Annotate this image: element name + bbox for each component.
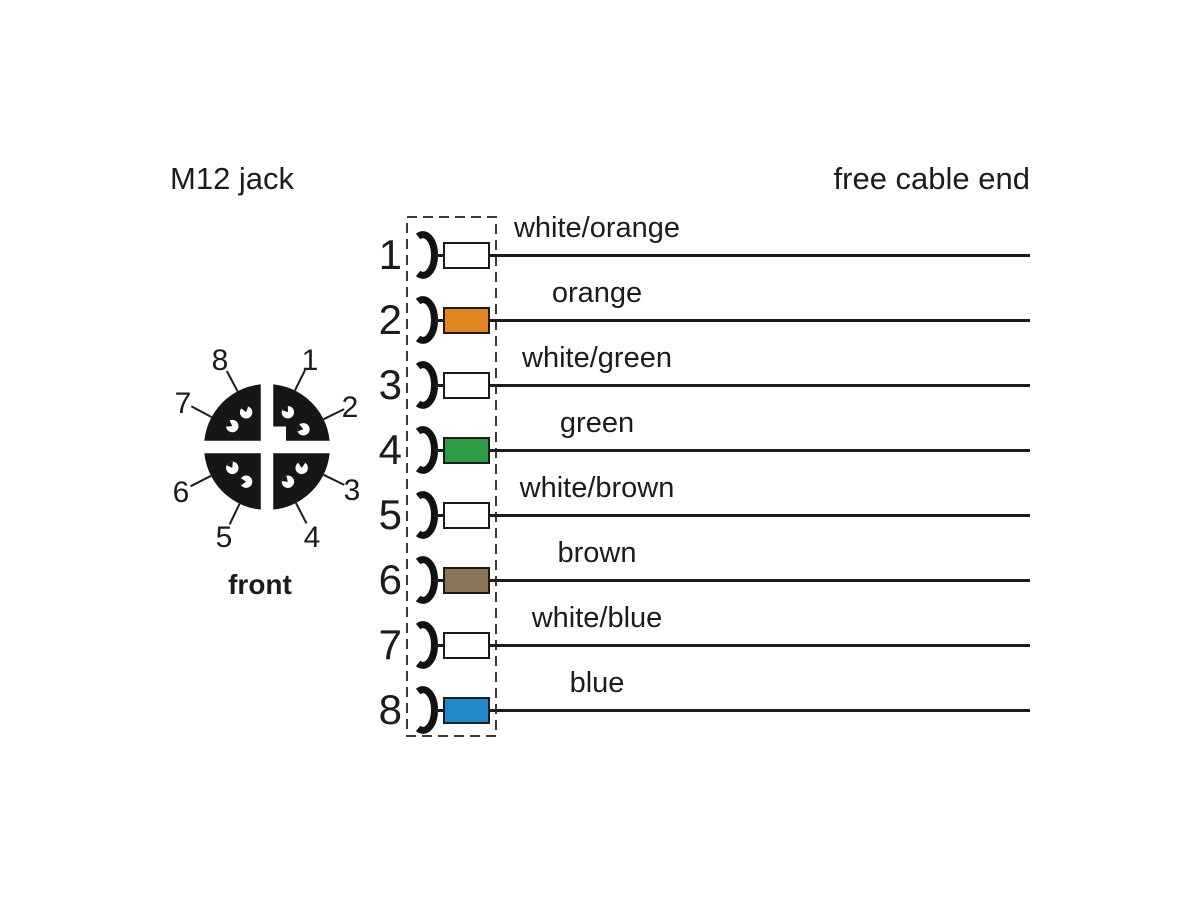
wire-color-label: white/green [522, 342, 672, 374]
connector-pin-number: 8 [212, 344, 229, 377]
keying-notch [273, 426, 286, 442]
pin-hole-icon [239, 475, 253, 488]
wire-line [434, 318, 1030, 322]
wire-line [434, 513, 1030, 517]
wire-row: orange 2 [0, 275, 1200, 357]
wire-line [434, 383, 1030, 387]
wire-row: white/brown 5 [0, 470, 1200, 552]
wire-line [434, 708, 1030, 712]
wire-line [434, 448, 1030, 452]
connector-pin-number: 6 [173, 476, 190, 509]
wire-color-label: brown [557, 537, 637, 569]
wire-color-label: orange [551, 277, 643, 309]
connector-pin-number: 5 [216, 521, 233, 554]
wire-line [434, 578, 1030, 582]
wire-line [434, 253, 1030, 257]
cross-slot-horizontal [200, 440, 334, 454]
wire-color-box [443, 372, 490, 399]
connector-pin-number: 7 [175, 387, 192, 420]
pin-hole-icon [239, 406, 253, 419]
wire-row: brown 6 [0, 535, 1200, 617]
wire-color-label: white/orange [513, 212, 681, 244]
pin-number: 7 [378, 621, 402, 668]
pin-hole-icon [226, 419, 239, 433]
wire-color-box [443, 437, 490, 464]
pin-number: 8 [378, 686, 402, 733]
pin-number: 1 [378, 231, 402, 278]
wire-line [434, 643, 1030, 647]
connector-face-figure: 1 2 3 4 5 6 7 8 [173, 344, 361, 554]
wire-color-box [443, 632, 490, 659]
pin-hole-icon [297, 423, 310, 436]
wire-color-label: green [559, 407, 635, 439]
pin-hole-icon [281, 475, 295, 488]
right-end-title: free cable end [833, 161, 1030, 196]
wire-row: green 4 [0, 405, 1200, 487]
wire-row: white/orange 1 [0, 210, 1200, 292]
pin-holes [226, 406, 310, 488]
wire-color-box [443, 697, 490, 724]
wire-color-label: blue [569, 667, 625, 699]
connector-pin-numbers: 1 2 3 4 5 6 7 8 [173, 344, 361, 554]
pin-number: 3 [378, 361, 402, 408]
wire-color-box [443, 502, 490, 529]
pin-hole-icon [281, 406, 295, 419]
connector-pin-number: 3 [344, 474, 361, 507]
pin-number: 6 [378, 556, 402, 603]
pin-leader-lines [190, 369, 345, 525]
connector-pin-number: 2 [342, 391, 359, 424]
wire-color-box [443, 307, 490, 334]
left-end-title: M12 jack [170, 161, 295, 196]
pin-hole-icon [226, 461, 239, 475]
wire-color-box [443, 567, 490, 594]
pin-hole-icon [295, 461, 308, 475]
wire-row: blue 8 [0, 665, 1200, 747]
wire-color-label: white/blue [531, 602, 663, 634]
pin-number: 4 [378, 426, 402, 473]
wire-color-box [443, 242, 490, 269]
connector-pin-number: 4 [304, 521, 321, 554]
wire-row: white/blue 7 [0, 600, 1200, 682]
front-view-label: front [228, 569, 292, 600]
pin-number: 5 [378, 491, 402, 538]
pin-number: 2 [378, 296, 402, 343]
wire-color-label: white/brown [519, 472, 675, 504]
connector-pin-number: 1 [302, 344, 319, 377]
wire-row: white/green 3 [0, 340, 1200, 422]
